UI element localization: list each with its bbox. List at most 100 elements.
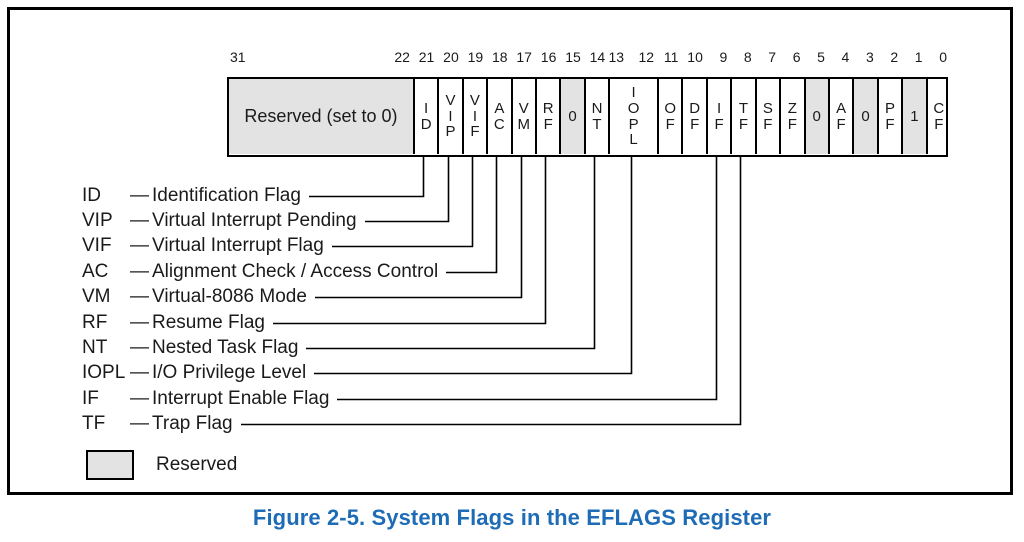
bit-number-14: 14 — [589, 49, 606, 65]
leader-line-tf — [241, 157, 742, 426]
legend-abbr: TF — [82, 413, 106, 435]
bit-number-4: 4 — [841, 49, 850, 65]
bit-number-0: 0 — [939, 49, 947, 65]
legend-row-nt: NT—Nested Task Flag — [82, 335, 298, 360]
bit-number-3: 3 — [865, 49, 874, 65]
bit-number-9: 9 — [719, 49, 728, 65]
legend-row-id: ID—Identification Flag — [82, 183, 301, 208]
bit-number-21: 21 — [418, 49, 435, 65]
register-cell-label: Reserved (set to 0) — [244, 106, 398, 126]
bit-number-16: 16 — [540, 49, 557, 65]
leader-line-rf — [273, 157, 547, 325]
bit-number-20: 20 — [443, 49, 459, 65]
legend-dash: — — [130, 184, 149, 206]
legend-description: I/O Privilege Level — [152, 362, 307, 384]
legend-row-iopl: IOPL—I/O Privilege Level — [82, 361, 306, 386]
bit-number-19: 19 — [467, 49, 484, 65]
leader-line-nt — [306, 157, 596, 350]
legend-abbr: NT — [82, 336, 108, 358]
bit-number-6: 6 — [792, 49, 801, 65]
legend-abbr: VIF — [82, 235, 112, 257]
register-cell-0: 0 — [803, 79, 828, 154]
bit-number-15: 15 — [565, 49, 581, 65]
legend-dash: — — [130, 311, 149, 333]
bit-number-11: 11 — [663, 49, 679, 65]
bit-number-7: 7 — [768, 49, 777, 65]
legend-dash: — — [130, 286, 149, 308]
legend-row-tf: TF—Trap Flag — [82, 412, 233, 437]
leader-line-if — [337, 157, 718, 401]
bit-number-5: 5 — [817, 49, 825, 65]
legend-description: Resume Flag — [152, 311, 265, 333]
legend-row-ac: AC—Alignment Check / Access Control — [82, 259, 438, 284]
legend-row-vip: VIP—Virtual Interrupt Pending — [82, 208, 357, 233]
reserved-key-label: Reserved — [156, 454, 238, 475]
register-cell-reserved-set-to-0: Reserved (set to 0) — [229, 79, 413, 154]
legend-abbr: IOPL — [82, 362, 126, 384]
leader-line-iopl — [314, 157, 633, 375]
leader-line-vif — [332, 157, 474, 248]
bit-number-17: 17 — [516, 49, 532, 65]
legend-description: Alignment Check / Access Control — [152, 260, 439, 282]
legend-row-vif: VIF—Virtual Interrupt Flag — [82, 234, 324, 259]
legend-description: Virtual Interrupt Pending — [152, 209, 357, 231]
bit-number-8: 8 — [743, 49, 752, 65]
legend-dash: — — [130, 387, 149, 409]
legend-row-if: IF—Interrupt Enable Flag — [82, 386, 329, 411]
legend-row-rf: RF —Resume Flag — [82, 310, 265, 335]
legend-dash: — — [130, 362, 149, 384]
register-cell-label: 1 — [910, 107, 919, 125]
legend-abbr: IF — [82, 387, 99, 409]
bit-number-1: 1 — [914, 49, 923, 65]
bit-number-22: 22 — [394, 49, 410, 65]
bit-number-10: 10 — [687, 49, 703, 65]
legend-abbr: VIP — [82, 209, 113, 231]
legend-abbr: RF — [82, 311, 108, 333]
legend-description: Virtual Interrupt Flag — [152, 235, 324, 257]
legend-abbr: ID — [82, 184, 101, 206]
register-cell-label: 0 — [861, 107, 870, 125]
bit-number-2: 2 — [890, 49, 899, 65]
legend-abbr: AC — [82, 260, 109, 282]
bit-number-12: 12 — [638, 49, 655, 65]
leader-line-id — [309, 157, 425, 198]
reserved-key: Reserved — [86, 450, 237, 480]
leader-line-vm — [315, 157, 523, 299]
register-cell-label: 0 — [812, 107, 821, 125]
figure-caption: Figure 2-5. System Flags in the EFLAGS R… — [252, 505, 772, 530]
